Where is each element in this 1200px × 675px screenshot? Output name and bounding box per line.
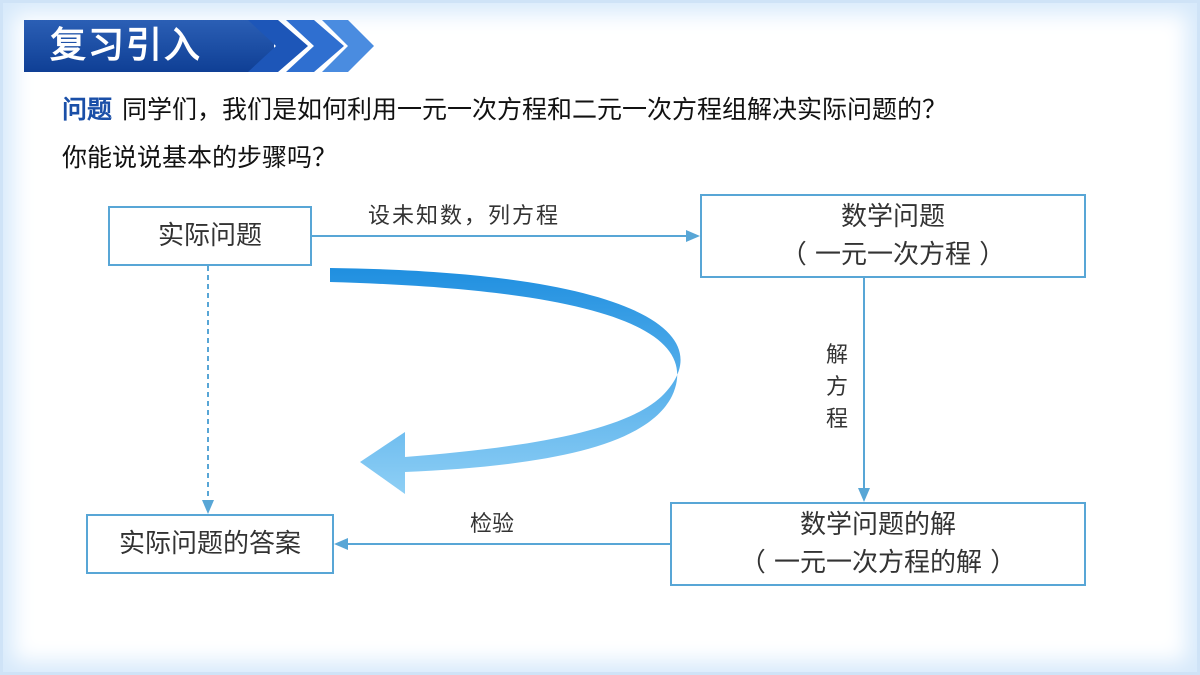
- arrow-to-math-problem: [312, 230, 700, 242]
- node-real-problem: 实际问题: [108, 206, 312, 266]
- arrow-to-real-answer: [334, 538, 670, 550]
- section-title: 复习引入: [50, 25, 203, 66]
- chevron-arrows-icon: [248, 20, 374, 72]
- question-text: 问题同学们，我们是如何利用一元一次方程和二元一次方程组解决实际问题的？ 你能说说…: [62, 86, 1172, 182]
- edge-label-check: 检验: [470, 512, 515, 537]
- dashed-arrow-direct: [202, 266, 214, 514]
- edge-label-solve-3: 程: [825, 407, 848, 432]
- edge-label-solve: 解 方 程: [822, 340, 852, 436]
- edge-label-solve-1: 解: [825, 343, 848, 368]
- section-banner: [24, 20, 274, 72]
- arrow-to-math-solution: [858, 278, 870, 502]
- question-line-1: 同学们，我们是如何利用一元一次方程和二元一次方程组解决实际问题的？: [122, 95, 948, 124]
- node-math-problem-label: 数学问题: [840, 202, 945, 232]
- node-real-answer-label: 实际问题的答案: [118, 529, 301, 559]
- node-real-answer: 实际问题的答案: [86, 514, 334, 574]
- question-label: 问题: [62, 95, 113, 124]
- node-math-solution: 数学问题的解 （ 一元一次方程的解 ）: [670, 502, 1086, 586]
- node-math-solution-sub: （ 一元一次方程的解 ）: [739, 548, 1017, 578]
- edge-label-set-unknowns: 设未知数，列方程: [368, 204, 561, 229]
- node-math-problem-sub: （ 一元一次方程 ）: [780, 240, 1006, 270]
- question-line-2: 你能说说基本的步骤吗？: [62, 143, 338, 172]
- edge-label-solve-2: 方: [825, 375, 848, 400]
- curved-arrow-icon: [330, 268, 681, 494]
- node-real-problem-label: 实际问题: [157, 221, 262, 251]
- node-math-solution-label: 数学问题的解: [799, 510, 956, 540]
- node-math-problem: 数学问题 （ 一元一次方程 ）: [700, 194, 1086, 278]
